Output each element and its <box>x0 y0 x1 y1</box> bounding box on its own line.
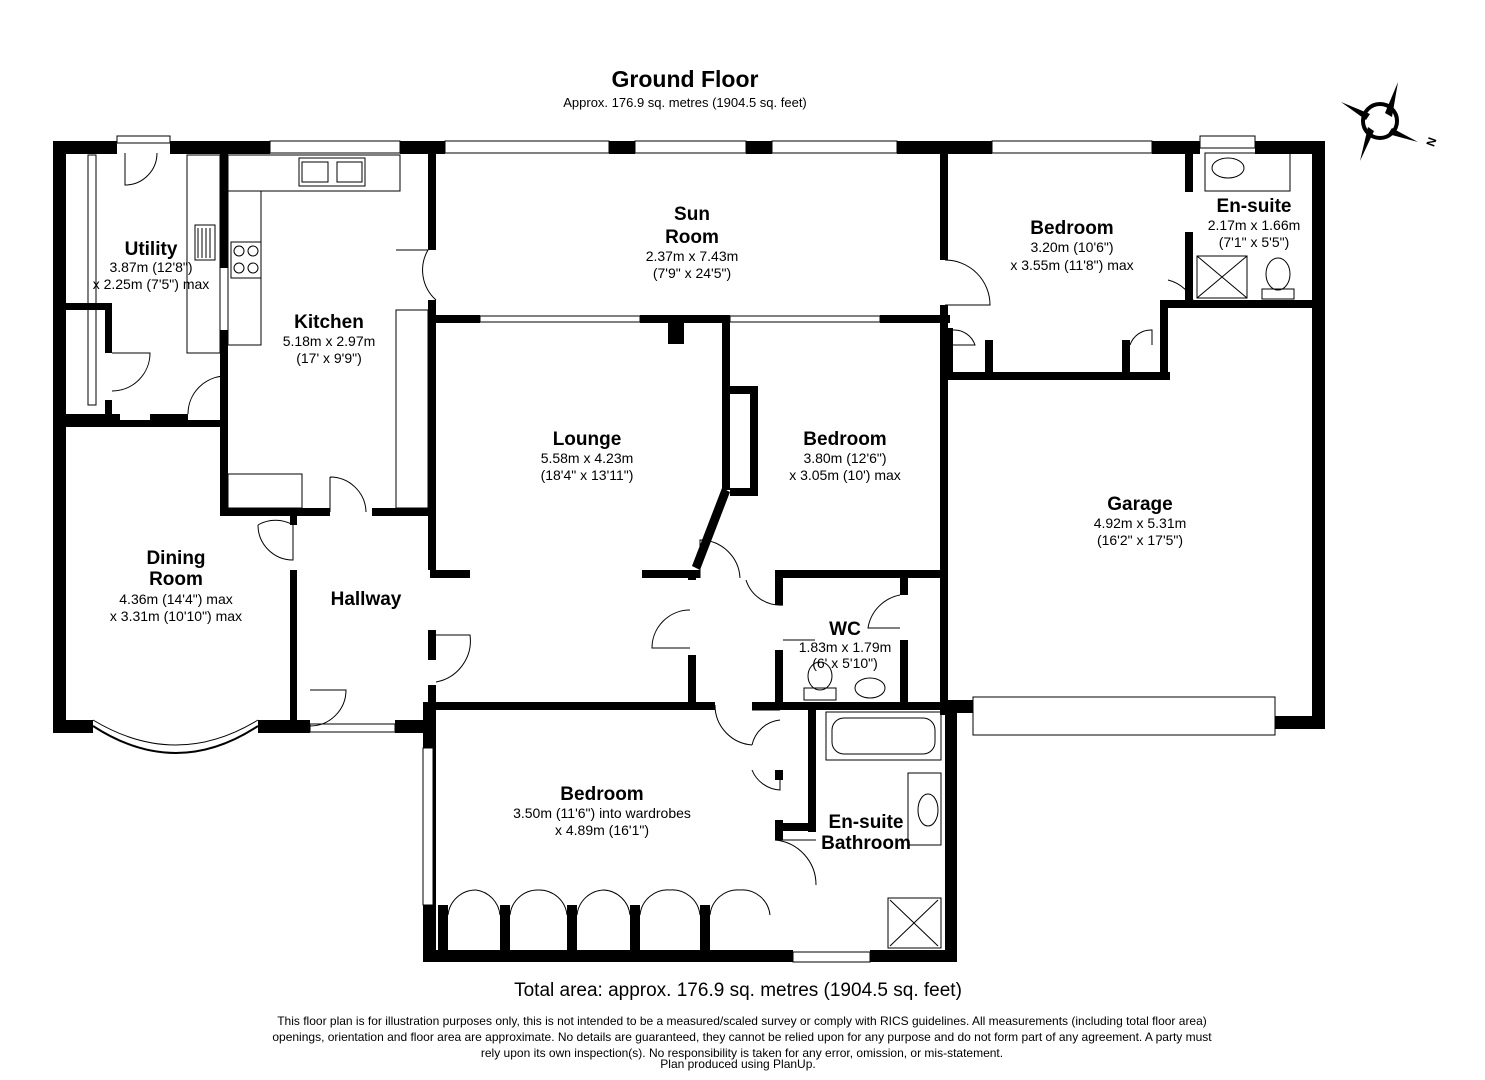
lounge-dims-2: (18'4" x 13'11") <box>541 467 634 483</box>
garage-dims-2: (16'2" x 17'5") <box>1097 532 1183 548</box>
ensuite-ne-label: En-suite <box>1217 196 1292 217</box>
lounge-label: Lounge <box>553 429 622 450</box>
bedroom-s-dims-2: x 4.89m (16'1") <box>555 822 649 838</box>
floor-area-subtitle: Approx. 176.9 sq. metres (1904.5 sq. fee… <box>563 95 807 110</box>
bedroom-mid-dims-1: 3.80m (12'6") <box>803 450 886 466</box>
lounge-dims-1: 5.58m x 4.23m <box>541 450 634 466</box>
compass-north-label: N <box>1423 135 1439 148</box>
room-labels: Utility 3.87m (12'8") x 2.25m (7'5") max… <box>93 196 1301 854</box>
hallway-label: Hallway <box>331 589 402 610</box>
wc-dims-2: (6' x 5'10") <box>812 655 878 671</box>
compass: N <box>1341 82 1440 161</box>
kitchen-label: Kitchen <box>294 312 364 333</box>
fittings <box>87 152 1295 949</box>
dining-dims-2: x 3.31m (10'10") max <box>110 608 242 624</box>
bedroom-s-label: Bedroom <box>560 784 643 805</box>
sun-room-dims-1: 2.37m x 7.43m <box>646 248 739 264</box>
kitchen-dims-2: (17' x 9'9") <box>296 350 362 366</box>
ensuite-ne-dims-1: 2.17m x 1.66m <box>1208 217 1301 233</box>
garage-dims-1: 4.92m x 5.31m <box>1094 515 1187 531</box>
bedroom-s-dims-1: 3.50m (11'6") into wardrobes <box>513 805 691 821</box>
dining-label-2: Room <box>149 569 203 590</box>
bay-window <box>92 725 259 754</box>
doors <box>111 152 1196 916</box>
utility-dims-1: 3.87m (12'8") <box>109 259 192 275</box>
disclaimer: This floor plan is for illustration purp… <box>272 1014 1212 1060</box>
credit: Plan produced using PlanUp. <box>660 1057 816 1071</box>
windows <box>116 135 1276 963</box>
bedroom-ne-dims-1: 3.20m (10'6") <box>1030 239 1113 255</box>
dining-label-1: Dining <box>146 548 205 569</box>
utility-label: Utility <box>125 239 178 260</box>
garage-label: Garage <box>1107 494 1172 515</box>
kitchen-dims-1: 5.18m x 2.97m <box>283 333 376 349</box>
utility-dims-2: x 2.25m (7'5") max <box>93 276 210 292</box>
wc-dims-1: 1.83m x 1.79m <box>799 639 892 655</box>
bedroom-ne-dims-2: x 3.55m (11'8") max <box>1010 257 1133 273</box>
ensuite-ne-dims-2: (7'1" x 5'5") <box>1219 234 1290 250</box>
sun-room-label-2: Room <box>665 227 719 248</box>
ensuite-bath-label-1: En-suite <box>829 812 904 833</box>
floor-title: Ground Floor <box>611 66 759 92</box>
bedroom-ne-label: Bedroom <box>1030 218 1113 239</box>
bedroom-mid-dims-2: x 3.05m (10') max <box>789 467 901 483</box>
sun-room-dims-2: (7'9" x 24'5") <box>653 265 731 281</box>
total-area: Total area: approx. 176.9 sq. metres (19… <box>514 980 962 1001</box>
sun-room-label-1: Sun <box>674 204 710 225</box>
wc-label: WC <box>829 619 861 640</box>
bedroom-mid-label: Bedroom <box>803 429 886 450</box>
ensuite-bath-label-2: Bathroom <box>821 833 911 854</box>
dining-dims-1: 4.36m (14'4") max <box>119 591 232 607</box>
